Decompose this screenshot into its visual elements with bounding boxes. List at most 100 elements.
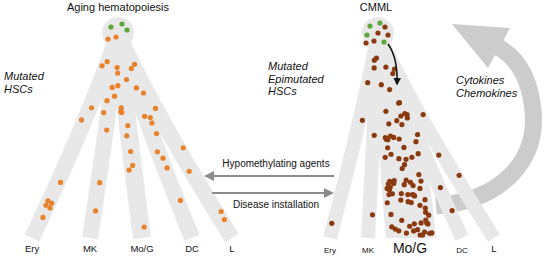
cell-dot: [416, 151, 421, 156]
cell-dot: [372, 65, 377, 70]
cell-dot: [160, 156, 165, 161]
cell-dot: [427, 231, 432, 236]
cell-dots: [40, 20, 461, 237]
lineage-label: Ery: [25, 244, 39, 255]
cell-dot: [127, 167, 132, 172]
lineage-branch: [118, 33, 232, 238]
cell-dot: [422, 197, 427, 202]
cell-dot: [388, 152, 393, 157]
cell-dot: [105, 59, 110, 64]
reverse-arrow: [206, 175, 334, 177]
cell-dot: [412, 221, 417, 226]
monocyte-expansion: [373, 45, 436, 238]
lineage-label: Ery: [324, 246, 336, 255]
lineage-branch: [32, 33, 118, 238]
cell-dot: [421, 112, 426, 117]
cell-dot: [79, 117, 84, 122]
arrow-label: Disease installation: [233, 199, 319, 211]
cell-dot: [371, 38, 376, 43]
cell-dot: [148, 115, 153, 120]
cell-dot: [407, 224, 412, 229]
cell-dot: [149, 120, 154, 125]
cell-dot: [392, 178, 397, 183]
cell-dot: [405, 115, 410, 120]
cell-dot: [398, 197, 403, 202]
cell-dot: [438, 185, 443, 190]
signal-note: Cytokines Chemokines: [456, 74, 522, 99]
cell-dot: [385, 32, 390, 37]
cell-dot: [396, 100, 401, 105]
cmml-tree: [330, 17, 494, 238]
cell-dot: [119, 110, 124, 115]
cell-dot: [128, 149, 133, 154]
cell-dot: [45, 198, 50, 203]
cell-dot: [367, 23, 372, 28]
aging-tree: [32, 17, 232, 238]
cell-note: Mutated Epimutated HSCs: [268, 60, 332, 98]
cell-dot: [40, 215, 45, 220]
cell-dot: [104, 98, 109, 103]
panel-title: CMML: [360, 1, 392, 14]
cell-dot: [181, 145, 186, 150]
cell-dot: [110, 85, 115, 90]
cell-dot: [404, 178, 409, 183]
cell-dot: [381, 39, 386, 44]
lineage-label: DC: [456, 246, 468, 255]
cell-dot: [115, 83, 120, 88]
cell-dot: [399, 191, 404, 196]
feedback-arrowhead: [452, 24, 510, 68]
cell-dot: [419, 220, 424, 225]
cell-dot: [219, 209, 224, 214]
cell-dot: [387, 87, 392, 92]
lineage-label: DC: [185, 244, 199, 255]
cell-dot: [409, 155, 414, 160]
cell-dot: [385, 145, 390, 150]
cell-dot: [222, 217, 227, 222]
cell-dot: [101, 110, 106, 115]
cell-dot: [141, 90, 146, 95]
cell-dot: [383, 155, 388, 160]
cell-dot: [360, 118, 365, 123]
arrow-label: Hypomethylating agents: [222, 158, 329, 170]
cell-dot: [329, 221, 334, 226]
cell-dot: [423, 205, 428, 210]
cell-dot: [418, 178, 423, 183]
cell-dot: [164, 165, 169, 170]
cell-dot: [365, 80, 370, 85]
cell-dot: [118, 109, 123, 114]
lineage-label: Mo/G: [130, 244, 153, 255]
cell-dot: [178, 198, 183, 203]
cell-dot: [396, 156, 401, 161]
cell-dot: [105, 36, 110, 41]
cell-dot: [155, 149, 160, 154]
lineage-label: Mo/G: [393, 240, 427, 256]
cell-dot: [93, 208, 98, 213]
cell-dot: [379, 82, 384, 87]
cell-dot: [417, 203, 422, 208]
panel-title: Aging hematopoiesis: [67, 1, 169, 14]
cell-dot: [370, 212, 375, 217]
cell-dot: [129, 66, 134, 71]
cell-dot: [399, 122, 404, 127]
skew-arrow: [388, 44, 397, 84]
cell-dot: [457, 173, 462, 178]
cell-dot: [386, 121, 391, 126]
cell-dot: [112, 94, 117, 99]
cell-dot: [134, 85, 139, 90]
cell-dot: [115, 65, 120, 70]
cell-dot: [142, 114, 147, 119]
lineage-label: L: [491, 244, 496, 255]
cell-dot: [372, 133, 377, 138]
cell-dot: [113, 34, 118, 39]
cell-dot: [413, 139, 418, 144]
cell-dot: [382, 24, 387, 29]
lineage-branch: [330, 33, 378, 238]
cell-dot: [363, 40, 368, 45]
cell-dot: [375, 30, 380, 35]
cell-dot: [400, 166, 405, 171]
cell-dot: [404, 230, 409, 235]
cell-dot: [411, 192, 416, 197]
lineage-label: MK: [83, 244, 97, 255]
cell-dot: [436, 153, 441, 158]
